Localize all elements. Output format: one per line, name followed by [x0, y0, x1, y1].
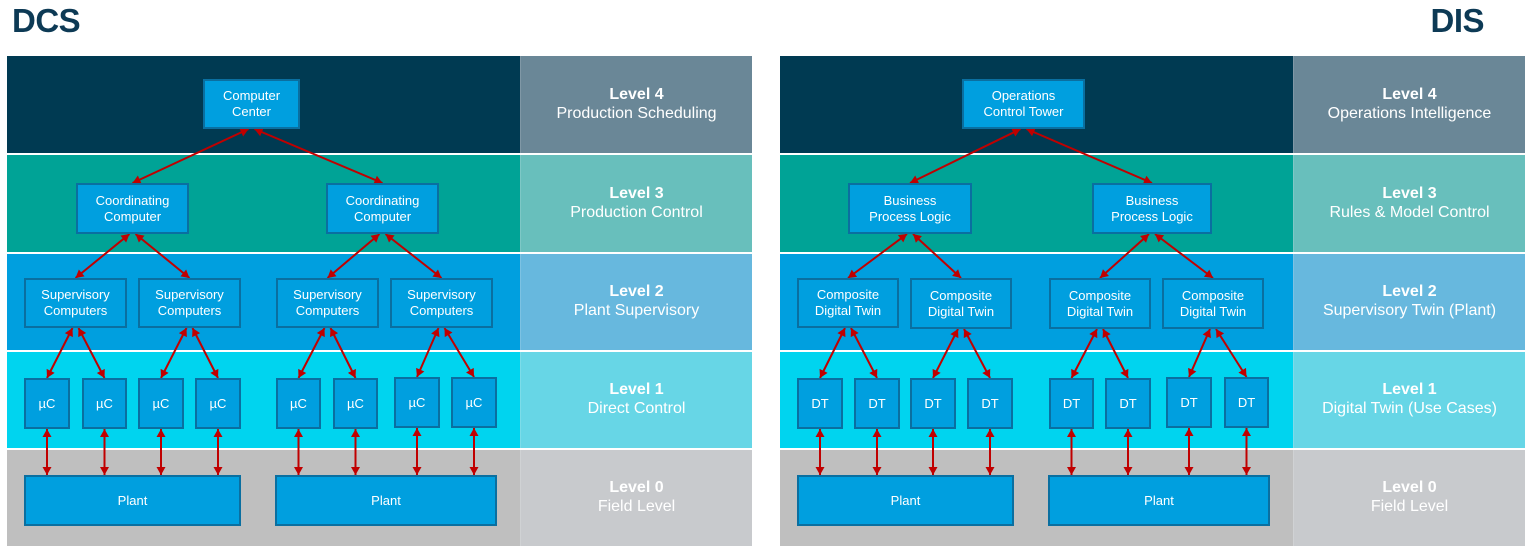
digital-twin-node: DT [910, 378, 956, 429]
level-number: Level 1 [1382, 381, 1437, 398]
level-description: Field Level [597, 498, 676, 515]
level-4-label: Level 4 Production Scheduling [520, 56, 752, 153]
plant-node: Plant [797, 475, 1014, 526]
digital-twin-node: DT [854, 378, 900, 429]
level-number: Level 3 [1382, 184, 1437, 202]
digital-twin-node: DT [1105, 378, 1151, 429]
level-description: Direct Control [587, 400, 686, 417]
level-number: Level 3 [609, 184, 664, 202]
micro-controller-node: µC [333, 378, 378, 429]
business-process-logic-node: Business Process Logic [848, 183, 972, 234]
operations-control-tower-node: Operations Control Tower [962, 79, 1085, 129]
level-description: Field Level [1370, 498, 1449, 515]
level-description: Plant Supervisory [573, 302, 700, 319]
micro-controller-node: µC [195, 378, 241, 429]
supervisory-computers-node: Supervisory Computers [138, 278, 241, 328]
level-number: Level 4 [609, 85, 664, 103]
digital-twin-node: DT [967, 378, 1013, 429]
level-number: Level 4 [1382, 85, 1437, 103]
composite-digital-twin-node: Composite Digital Twin [1049, 278, 1151, 329]
digital-twin-node: DT [797, 378, 843, 429]
dis-diagram: Level 4 Operations Intelligence Level 3 … [780, 56, 1525, 546]
level-number: Level 0 [1382, 479, 1437, 496]
level-description: Supervisory Twin (Plant) [1322, 302, 1497, 319]
level-2-label: Level 2 Supervisory Twin (Plant) [1293, 254, 1525, 350]
level-description: Rules & Model Control [1329, 203, 1490, 221]
composite-digital-twin-node: Composite Digital Twin [1162, 278, 1264, 329]
composite-digital-twin-node: Composite Digital Twin [797, 278, 899, 328]
computer-center-node: Computer Center [203, 79, 300, 129]
micro-controller-node: µC [82, 378, 127, 429]
dcs-diagram: Level 4 Production Scheduling Level 3 Pr… [7, 56, 752, 546]
supervisory-computers-node: Supervisory Computers [276, 278, 379, 328]
level-label-column: Level 4 Production Scheduling Level 3 Pr… [520, 56, 752, 546]
plant-node: Plant [275, 475, 497, 526]
digital-twin-node: DT [1049, 378, 1094, 429]
level-1-label: Level 1 Digital Twin (Use Cases) [1293, 352, 1525, 448]
dis-title: DIS [1430, 2, 1484, 39]
level-2-label: Level 2 Plant Supervisory [520, 254, 752, 350]
level-description: Production Control [570, 203, 703, 221]
composite-digital-twin-node: Composite Digital Twin [910, 278, 1012, 329]
level-description: Digital Twin (Use Cases) [1322, 400, 1497, 417]
dcs-title: DCS [12, 2, 81, 39]
micro-controller-node: µC [276, 378, 321, 429]
plant-node: Plant [1048, 475, 1270, 526]
micro-controller-node: µC [394, 377, 440, 428]
level-number: Level 0 [609, 479, 664, 496]
business-process-logic-node: Business Process Logic [1092, 183, 1212, 234]
coordinating-computer-node: Coordinating Computer [76, 183, 189, 234]
supervisory-computers-node: Supervisory Computers [390, 278, 493, 328]
level-0-label: Level 0 Field Level [1293, 450, 1525, 546]
level-description: Production Scheduling [556, 104, 717, 122]
level-number: Level 1 [609, 381, 664, 398]
level-number: Level 2 [609, 283, 664, 300]
plant-node: Plant [24, 475, 241, 526]
supervisory-computers-node: Supervisory Computers [24, 278, 127, 328]
micro-controller-node: µC [24, 378, 70, 429]
micro-controller-node: µC [451, 377, 497, 428]
level-label-column: Level 4 Operations Intelligence Level 3 … [1293, 56, 1525, 546]
level-description: Operations Intelligence [1327, 104, 1492, 122]
digital-twin-node: DT [1166, 377, 1212, 428]
level-3-label: Level 3 Rules & Model Control [1293, 155, 1525, 252]
digital-twin-node: DT [1224, 377, 1269, 428]
level-number: Level 2 [1382, 283, 1437, 300]
level-0-label: Level 0 Field Level [520, 450, 752, 546]
level-1-label: Level 1 Direct Control [520, 352, 752, 448]
level-3-label: Level 3 Production Control [520, 155, 752, 252]
level-4-label: Level 4 Operations Intelligence [1293, 56, 1525, 153]
micro-controller-node: µC [138, 378, 184, 429]
coordinating-computer-node: Coordinating Computer [326, 183, 439, 234]
